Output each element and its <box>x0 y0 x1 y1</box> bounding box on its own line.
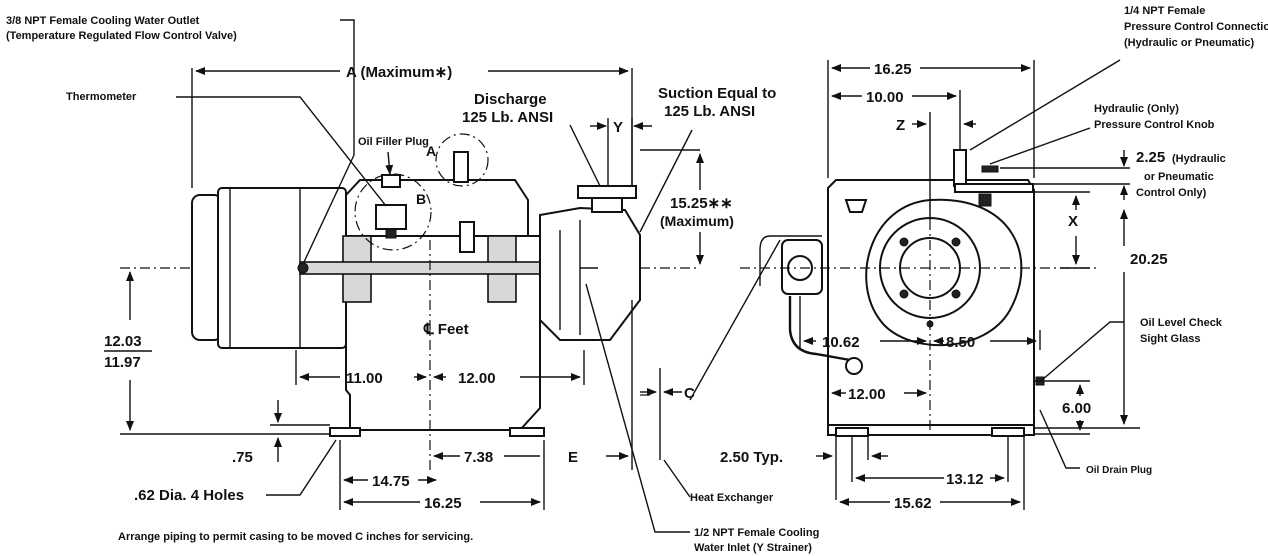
leader-oil-filler <box>385 151 394 175</box>
dim-2025-label: 20.25 <box>1130 251 1168 268</box>
pressure-control-connection <box>953 149 967 187</box>
leader-knob <box>989 127 1091 165</box>
discharge-label-1: Discharge <box>474 91 547 108</box>
discharge-fitting <box>453 151 469 183</box>
dim-1200-right-label: 12.00 <box>848 386 886 403</box>
hyd-knob-label-1: Hydraulic (Only) <box>1094 103 1179 115</box>
outlet-fitting <box>297 262 309 274</box>
exchanger-pipe <box>759 235 822 286</box>
npt14-label-1: 1/4 NPT Female <box>1124 5 1205 17</box>
hyd-ctrl-label-1: (Hydraulic <box>1172 153 1226 165</box>
side-view <box>104 19 704 533</box>
center-fitting <box>459 221 475 253</box>
arrange-note: Arrange piping to permit casing to be mo… <box>118 531 473 543</box>
dim-e-label: E <box>568 449 578 466</box>
leader-oil-level <box>1041 321 1124 381</box>
end-base <box>827 424 1035 436</box>
leader-heat-exchanger <box>663 459 691 498</box>
leader-holes <box>266 439 337 496</box>
suction-label-1: Suction Equal to <box>658 85 776 102</box>
dim-738-label: 7.38 <box>464 449 493 466</box>
dim-1562-label: 15.62 <box>894 495 932 512</box>
heat-exchanger-label: Heat Exchanger <box>690 492 774 504</box>
npt12-label-1: 1/2 NPT Female Cooling <box>694 527 819 539</box>
suction-label-2: 125 Lb. ANSI <box>664 103 755 120</box>
dim-x-label: X <box>1068 213 1078 230</box>
feet-label: ℄ Feet <box>423 321 469 338</box>
detail-a-label: A <box>426 143 436 159</box>
dim-1475-label: 14.75 <box>372 473 410 490</box>
dim-225-label: 2.25 <box>1136 149 1165 166</box>
discharge-label-2: 125 Lb. ANSI <box>462 109 553 126</box>
gear-housing <box>345 179 529 237</box>
hyd-knob-label-2: Pressure Control Knob <box>1094 119 1215 131</box>
thermometer-label: Thermometer <box>66 91 137 103</box>
detail-b-circle <box>354 173 432 251</box>
pressure-control-knob <box>981 165 999 173</box>
dim-1100-label: 11.00 <box>346 370 383 387</box>
dim-1312-label: 13.12 <box>946 471 984 488</box>
oil-level-label-2: Sight Glass <box>1140 333 1201 345</box>
dim-1197-label: 11.97 <box>104 354 141 371</box>
oil-drain-label: Oil Drain Plug <box>1086 465 1152 476</box>
left-foot <box>329 427 361 437</box>
dim-y-label: Y <box>613 119 623 136</box>
dim-1000-label: 10.00 <box>866 89 904 106</box>
labels: 3/8 NPT Female Cooling Water Outlet (Tem… <box>6 5 1268 554</box>
end-view <box>689 59 1140 510</box>
cooling-tube <box>788 296 851 362</box>
lifting-eye <box>844 199 868 213</box>
leader-npt14 <box>969 59 1121 151</box>
dim-075-label: .75 <box>232 449 253 466</box>
dim-1200-left-label: 12.00 <box>458 370 496 387</box>
npt14-label-2: Pressure Control Connection <box>1124 21 1268 33</box>
dim-1062-label: 10.62 <box>822 334 860 351</box>
leader-npt38 <box>303 19 355 263</box>
discharge-flange <box>577 185 637 199</box>
dim-1625-bottom-label: 16.25 <box>424 495 462 512</box>
leader-npt12 <box>585 283 690 533</box>
dim-1525-label: 15.25∗∗ <box>670 195 733 212</box>
npt38-label-1: 3/8 NPT Female Cooling Water Outlet <box>6 15 200 27</box>
dim-a-label: A (Maximum∗) <box>346 64 452 81</box>
dim-250-label: 2.50 Typ. <box>720 449 783 466</box>
npt38-label-2: (Temperature Regulated Flow Control Valv… <box>6 30 237 42</box>
hyd-ctrl-label-2: or Pneumatic <box>1144 171 1214 183</box>
dim-c-label: C <box>684 385 695 402</box>
dim-600-label: 6.00 <box>1062 400 1091 417</box>
detail-a-circle <box>435 133 489 187</box>
maximum-label: (Maximum) <box>660 213 734 229</box>
oil-level-label-1: Oil Level Check <box>1140 317 1223 329</box>
leader-suction <box>639 129 693 233</box>
thermometer-body <box>375 204 407 230</box>
leader-discharge <box>569 124 601 187</box>
oil-filler-label: Oil Filler Plug <box>358 136 429 148</box>
holes-label: .62 Dia. 4 Holes <box>134 487 244 504</box>
pump-casing <box>539 206 641 341</box>
leader-thermometer <box>176 96 387 207</box>
dim-1625-top-label: 16.25 <box>874 61 912 78</box>
dim-1203-label: 12.03 <box>104 333 142 350</box>
leader-oil-drain <box>1039 409 1080 469</box>
hyd-ctrl-label-3: Control Only) <box>1136 187 1207 199</box>
right-foot <box>509 427 545 437</box>
npt12-label-2: Water Inlet (Y Strainer) <box>694 542 812 554</box>
dim-850-label: 8.50 <box>946 334 975 351</box>
dim-z-label: Z <box>896 117 905 134</box>
oil-filler-plug <box>381 174 401 188</box>
npt14-label-3: (Hydraulic or Pneumatic) <box>1124 37 1255 49</box>
detail-b-label: B <box>416 191 426 207</box>
